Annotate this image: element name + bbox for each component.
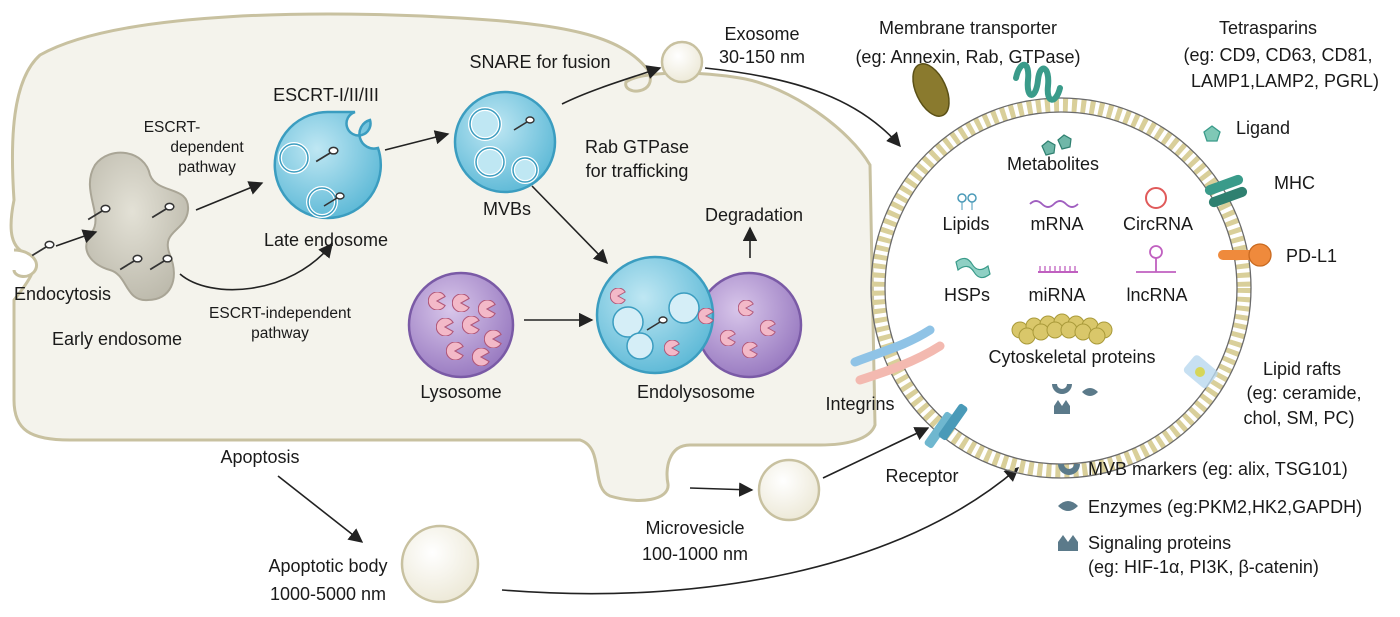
- membrane-transporter-icon: [912, 63, 950, 117]
- legend-mvb-label: MVB markers (eg: alix, TSG101): [1088, 459, 1348, 479]
- legend-signaling-label-2: (eg: HIF-1α, PI3K, β-catenin): [1088, 557, 1319, 577]
- lncrna-icon: [1136, 245, 1176, 273]
- metabolite-icon: [1057, 134, 1072, 150]
- microvesicle-label-1: Microvesicle: [645, 518, 744, 538]
- tetraspanins-label-1: Tetrasparins: [1219, 18, 1317, 38]
- escrt-dependent-label-3: pathway: [178, 159, 236, 176]
- late-endosome-label: Late endosome: [264, 230, 388, 250]
- escrt-dependent-label-1: ESCRT-: [144, 119, 201, 136]
- integrins-label: Integrins: [825, 394, 894, 414]
- legend-signaling-label-1: Signaling proteins: [1088, 533, 1231, 553]
- legend-mvb-icon: [1058, 464, 1080, 475]
- legend-enzyme-label: Enzymes (eg:PKM2,HK2,GAPDH): [1088, 497, 1362, 517]
- tetraspanin-icon: [1013, 61, 1063, 103]
- escrt-dependent-label-2: dependent: [170, 139, 244, 156]
- mvb-marker-icon: [1052, 384, 1072, 394]
- mrna-icon: [1029, 200, 1079, 208]
- lipid-icon: [957, 193, 977, 210]
- legend-signaling-icon: [1058, 535, 1078, 551]
- ligand-icon: [1203, 125, 1221, 142]
- endolysosome: [595, 255, 803, 379]
- circrna-label: CircRNA: [1123, 214, 1193, 234]
- mirna-label: miRNA: [1029, 285, 1086, 305]
- cargo-icons: [955, 134, 1176, 414]
- apoptosis-label: Apoptosis: [220, 447, 299, 467]
- apoptotic-body-label-2: 1000-5000 nm: [270, 584, 386, 604]
- tetraspanins-label-2: (eg: CD9, CD63, CD81,: [1183, 45, 1372, 65]
- lipid-rafts-label-2: (eg: ceramide,: [1246, 383, 1361, 403]
- mhc-icon: [1204, 174, 1248, 208]
- mrna-label: mRNA: [1031, 214, 1084, 234]
- lipids-label: Lipids: [942, 214, 989, 234]
- lipid-rafts-label-1: Lipid rafts: [1263, 359, 1341, 379]
- membrane-transporter-label-1: Membrane transporter: [879, 18, 1057, 38]
- lysosome-label: Lysosome: [420, 382, 501, 402]
- legend-enzyme-icon: [1058, 501, 1078, 511]
- lipid-raft-icon: [1183, 355, 1218, 389]
- microvesicle-label-2: 100-1000 nm: [642, 544, 748, 564]
- integrin-icon: [850, 325, 945, 385]
- mirna-icon: [1038, 266, 1078, 273]
- rab-gtpase-label-1: Rab GTPase: [585, 137, 689, 157]
- escrt-independent-label-1: ESCRT-independent: [209, 305, 352, 322]
- circrna-icon: [1145, 187, 1167, 209]
- exosome-label-1: Exosome: [724, 24, 799, 44]
- signaling-icon: [1054, 400, 1070, 414]
- pdl1-label: PD-L1: [1286, 246, 1337, 266]
- mvb: [453, 90, 557, 194]
- lncrna-label: lncRNA: [1126, 285, 1187, 305]
- endocytosis-pit: [12, 248, 38, 278]
- metabolite-icon: [1041, 140, 1056, 156]
- metabolites-label: Metabolites: [1007, 154, 1099, 174]
- cytoskeletal-label: Cytoskeletal proteins: [988, 347, 1155, 367]
- receptor-label: Receptor: [885, 466, 958, 486]
- apoptotic-body-label-1: Apoptotic body: [268, 556, 387, 576]
- escrt-complex-label: ESCRT-I/II/III: [273, 85, 379, 105]
- endocytosis-label: Endocytosis: [14, 284, 111, 304]
- mvbs-label: MVBs: [483, 199, 531, 219]
- cytoskeletal-icon: [1011, 313, 1113, 345]
- apoptotic-body-vesicle: [400, 524, 480, 604]
- late-endosome: [273, 110, 383, 220]
- snare-label: SNARE for fusion: [469, 52, 610, 72]
- hsps-label: HSPs: [944, 285, 990, 305]
- tetraspanins-label-3: LAMP1,LAMP2, PGRL): [1191, 71, 1379, 91]
- escrt-independent-label-2: pathway: [251, 325, 309, 342]
- early-endosome-label: Early endosome: [52, 329, 182, 349]
- lysosome: [407, 271, 515, 379]
- endolysosome-label: Endolysosome: [637, 382, 755, 402]
- lipid-rafts-label-3: chol, SM, PC): [1243, 408, 1354, 428]
- mhc-label: MHC: [1274, 173, 1315, 193]
- microvesicle-vesicle: [757, 458, 821, 522]
- membrane-transporter-label-2: (eg: Annexin, Rab, GTPase): [855, 47, 1080, 67]
- receptor-icon: [924, 403, 968, 449]
- hsp-icon: [955, 257, 991, 279]
- exosome-vesicle: [660, 40, 704, 84]
- degradation-label: Degradation: [705, 205, 803, 225]
- pdl1-icon: [1218, 243, 1272, 267]
- exosome-label-2: 30-150 nm: [719, 47, 805, 67]
- ligand-label: Ligand: [1236, 118, 1290, 138]
- rab-gtpase-label-2: for trafficking: [586, 161, 689, 181]
- pathway-arrows: [55, 65, 1020, 595]
- exosome-detail: [870, 97, 1252, 479]
- enzyme-icon: [1082, 388, 1098, 396]
